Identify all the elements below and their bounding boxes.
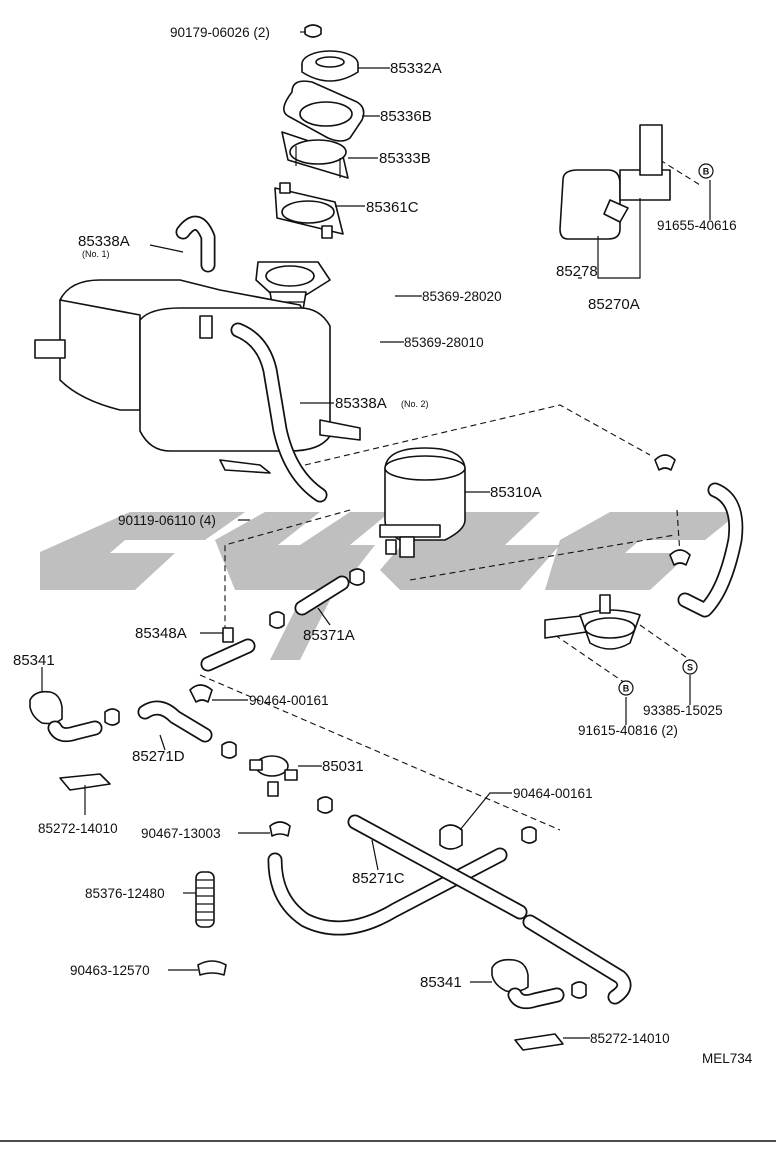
label-90119: 90119-06110 (4) (118, 513, 216, 528)
label-85332A: 85332A (390, 60, 442, 77)
hose-85271C (267, 814, 632, 1005)
label-90467: 90467-13003 (141, 826, 221, 841)
washer-tank (34, 279, 361, 474)
neck-85333B (281, 131, 349, 179)
cap-85332A (301, 24, 359, 82)
gasket-85336B (283, 80, 365, 142)
label-85338A-2: 85338A (335, 395, 387, 412)
label-91655: 91655-40616 (657, 218, 737, 233)
hose-85376 (195, 871, 215, 928)
label-85369-28020: 85369-28020 (422, 289, 502, 304)
hose-85371A (269, 568, 365, 629)
leader-lines (41, 31, 711, 1039)
label-85336B: 85336B (380, 108, 432, 125)
label-90464-top: 90464-00161 (249, 693, 329, 708)
label-85271D: 85271D (132, 748, 185, 765)
symbol-b1: B (698, 163, 714, 179)
label-85271C: 85271C (352, 870, 405, 887)
svg-text:B: B (623, 684, 630, 694)
label-85031: 85031 (322, 758, 364, 775)
label-91615: 91615-40816 (2) (578, 723, 678, 738)
label-85376: 85376-12480 (85, 886, 165, 901)
label-85338A-1: 85338A (78, 233, 130, 250)
label-90464-mid: 90464-00161 (513, 786, 593, 801)
symbol-b2: B (618, 680, 634, 696)
label-85272-bottom: 85272-14010 (590, 1031, 670, 1046)
nozzle-85341-bottom (491, 958, 587, 1010)
check-valve-85031 (221, 741, 333, 814)
label-85341-top: 85341 (13, 652, 55, 669)
clamp-90467 (269, 821, 291, 837)
hose-bracket (544, 594, 641, 650)
label-85361C: 85361C (366, 199, 419, 216)
diagram-code: MEL734 (702, 1051, 753, 1066)
label-85278: 85278 (556, 263, 598, 280)
label-85371A: 85371A (303, 627, 355, 644)
label-90463: 90463-12570 (70, 963, 150, 978)
label-85369-28010: 85369-28010 (404, 335, 484, 350)
clamp-right (654, 454, 691, 566)
label-85348A: 85348A (135, 625, 187, 642)
bracket-85270A (559, 124, 671, 240)
pump-85310A (379, 447, 466, 558)
joint-85348A (200, 627, 256, 672)
symbol-s1: S (682, 659, 698, 675)
part-labels: 90179-06026 (2) 85332A 85336B 85333B 853… (13, 25, 753, 1066)
clip-85272-bottom (514, 1033, 564, 1051)
label-85310A: 85310A (490, 484, 542, 501)
label-85338A-1-sub: (No. 1) (82, 249, 110, 259)
clamp-90463 (197, 960, 227, 976)
clip-85272-top (59, 773, 111, 791)
label-85272-top: 85272-14010 (38, 821, 118, 836)
label-85341-bottom: 85341 (420, 974, 462, 991)
label-85333B: 85333B (379, 150, 431, 167)
nozzle-85341-top (29, 690, 120, 743)
label-93385: 93385-15025 (643, 703, 723, 718)
label-85338A-2-sub: (No. 2) (401, 399, 429, 409)
gasket-85361C (274, 182, 344, 239)
label-85270A: 85270A (588, 296, 640, 313)
label-90179: 90179-06026 (2) (170, 25, 270, 40)
svg-text:S: S (687, 663, 693, 673)
svg-text:B: B (703, 167, 710, 177)
